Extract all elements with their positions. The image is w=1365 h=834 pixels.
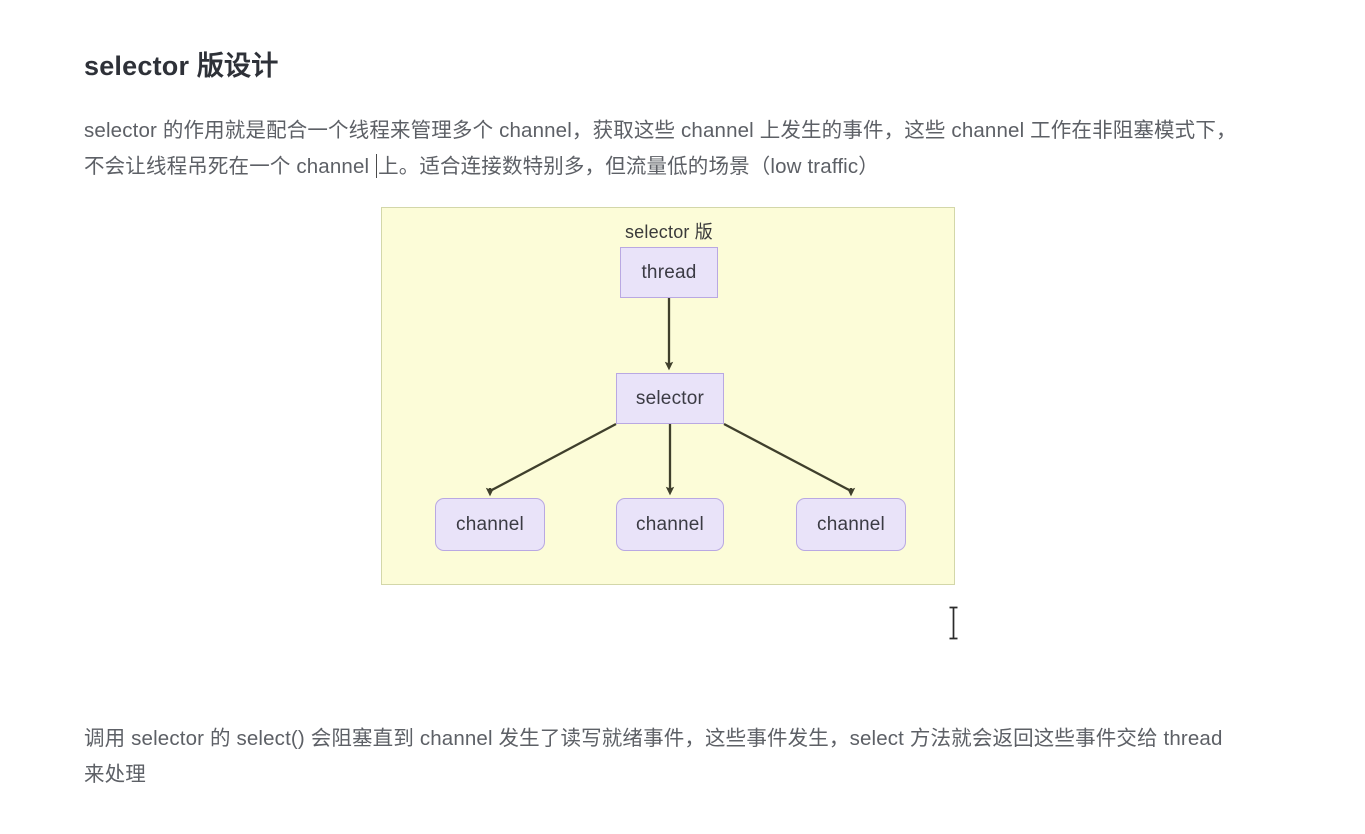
page-title: selector 版设计 bbox=[84, 51, 279, 82]
diagram-node-channel-3[interactable]: channel bbox=[796, 498, 906, 551]
diagram-node-channel-2[interactable]: channel bbox=[616, 498, 724, 551]
outro-paragraph[interactable]: 调用 selector 的 select() 会阻塞直到 channel 发生了… bbox=[84, 726, 1223, 786]
selector-architecture-diagram[interactable]: selector 版 thread selector channel chann… bbox=[381, 207, 958, 640]
diagram-edges bbox=[485, 298, 856, 497]
edge-selector-to-channel1-diagonal bbox=[489, 422, 617, 493]
text-caret bbox=[376, 153, 378, 178]
diagram-node-thread[interactable]: thread bbox=[620, 247, 718, 298]
intro-paragraph-text-after-caret: 上。适合连接数特别多，但流量低的场景（low traffic） bbox=[378, 154, 879, 178]
text-ibeam-cursor bbox=[949, 606, 958, 640]
edge-selector-to-channel3-diagonal bbox=[723, 422, 852, 493]
intro-paragraph-text-before-caret: selector 的作用就是配合一个线程来管理多个 channel，获取这些 c… bbox=[84, 118, 1237, 178]
diagram-caption: selector 版 bbox=[624, 222, 714, 242]
diagram-node-channel-1[interactable]: channel bbox=[435, 498, 545, 551]
intro-paragraph[interactable]: selector 的作用就是配合一个线程来管理多个 channel，获取这些 c… bbox=[84, 113, 1249, 185]
diagram-node-selector[interactable]: selector bbox=[616, 373, 724, 424]
